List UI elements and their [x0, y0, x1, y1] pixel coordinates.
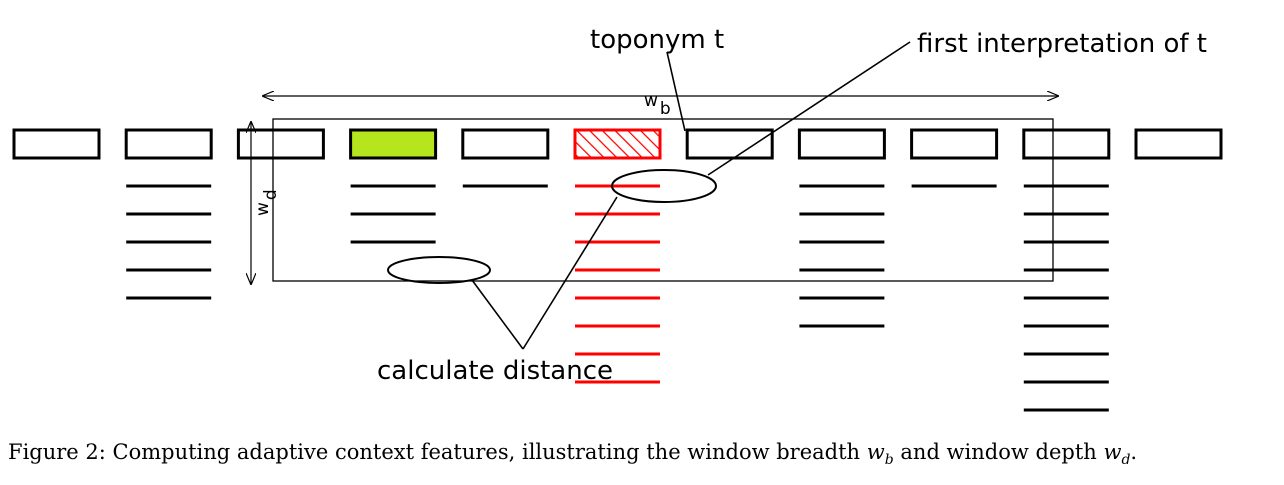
first-interpretation-label: first interpretation of t — [917, 29, 1207, 59]
toponym-token — [573, 128, 662, 160]
token-box — [797, 128, 886, 160]
first-interpretation-leader-line — [707, 41, 911, 176]
toponym-leader-line — [666, 51, 686, 132]
token-box — [685, 128, 774, 160]
token-box — [1134, 128, 1223, 160]
first-interpretation-ellipse — [611, 169, 717, 203]
token-sequence — [12, 128, 1223, 412]
distance-leader-line-left — [471, 279, 524, 350]
token-box — [910, 128, 999, 160]
calculate-distance-label: calculate distance — [377, 356, 613, 386]
distance-leader-line-right — [522, 196, 618, 350]
toponym-label: toponym t — [590, 25, 724, 55]
window-depth-label: wd — [253, 189, 281, 216]
token-box — [1022, 128, 1111, 160]
token-box — [236, 128, 325, 160]
token-box — [12, 128, 101, 160]
context-window — [272, 118, 1054, 282]
context-token-highlighted — [349, 128, 438, 160]
figure-caption: Figure 2: Computing adaptive context fea… — [8, 440, 1138, 469]
context-interpretation-ellipse — [387, 256, 491, 284]
token-box — [461, 128, 550, 160]
token-box — [124, 128, 213, 160]
